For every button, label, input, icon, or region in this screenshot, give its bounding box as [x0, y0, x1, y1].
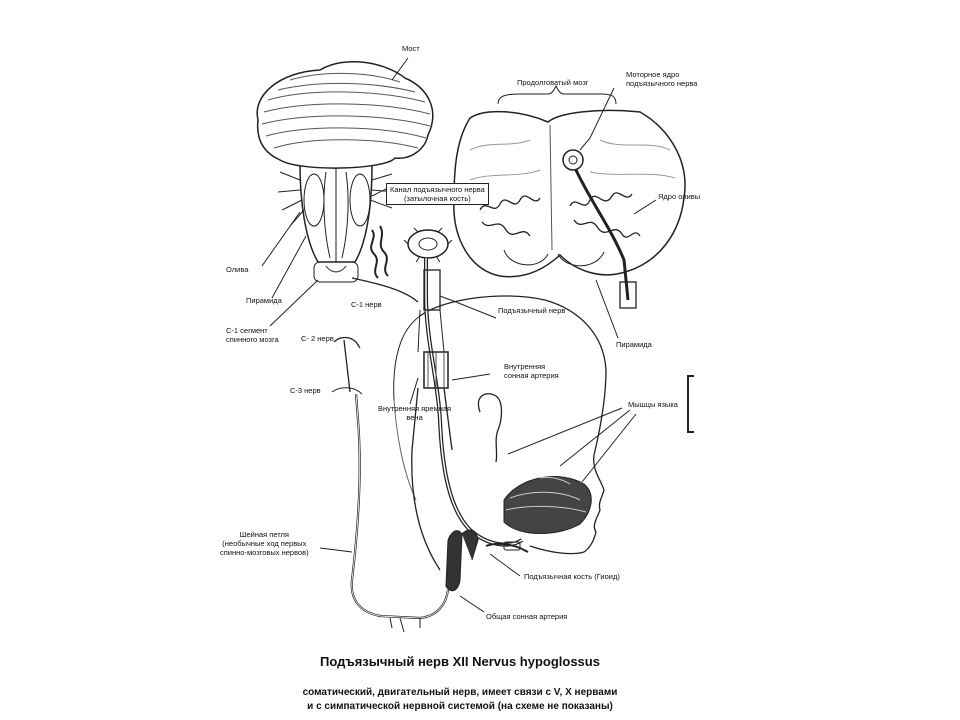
- label-hypoglossal-canal: Канал подъязычного нерва (затылочная кос…: [386, 183, 489, 205]
- pons-illustration: [256, 60, 434, 169]
- label-ansa-cervicalis: Шейная петля (необычные ход первых спинн…: [220, 530, 309, 557]
- label-pyramid-left: Пирамида: [246, 296, 282, 305]
- label-common-carotid: Общая сонная артерия: [486, 612, 568, 621]
- label-c2-nerve: С- 2 нерв: [301, 334, 334, 343]
- diagram-description: соматический, двигательный нерв, имеет с…: [302, 687, 618, 712]
- label-pons: Мост: [402, 44, 420, 53]
- label-tongue-muscles: Мышцы языка: [628, 400, 678, 409]
- medulla-cross-section: [453, 84, 686, 309]
- tongue-muscles-illustration: [503, 476, 592, 534]
- label-oliva: Олива: [226, 265, 249, 274]
- label-hyoid: Подъязычная кость (Гиоид): [524, 572, 620, 581]
- label-medulla: Продолговатый мозг: [517, 78, 589, 87]
- label-c1-segment: С-1 сегмент спинного мозга: [226, 326, 279, 344]
- label-c1-nerve: С-1 нерв: [351, 300, 382, 309]
- diagram-title: Подъязычный нерв XII Nervus hypoglossus: [320, 654, 600, 669]
- head-outline: [393, 295, 607, 555]
- label-pyramid-right: Пирамида: [616, 340, 652, 349]
- label-olive-nucleus: Ядро оливы: [658, 192, 701, 201]
- hypoglossal-canal-ring: [403, 227, 453, 263]
- label-c3-nerve: С-3 нерв: [290, 386, 321, 395]
- carotid-and-hyoid: [445, 529, 529, 592]
- leader-lines: [261, 57, 657, 613]
- label-internal-carotid: Внутренняя сонная артерия: [504, 362, 559, 380]
- label-hypoglossal-nerve: Подъязычный нерв: [498, 306, 566, 315]
- ansa-cervicalis-loop: [331, 336, 450, 633]
- label-internal-jugular: Внутренняя яремная вена: [378, 404, 452, 422]
- medulla-ventral-illustration: [277, 164, 397, 283]
- hypoglossal-nerve-trunk: [351, 258, 524, 571]
- tongue-muscles-bracket: [687, 375, 694, 433]
- label-motor-nucleus: Моторное ядро подъязычного нерва: [626, 70, 698, 88]
